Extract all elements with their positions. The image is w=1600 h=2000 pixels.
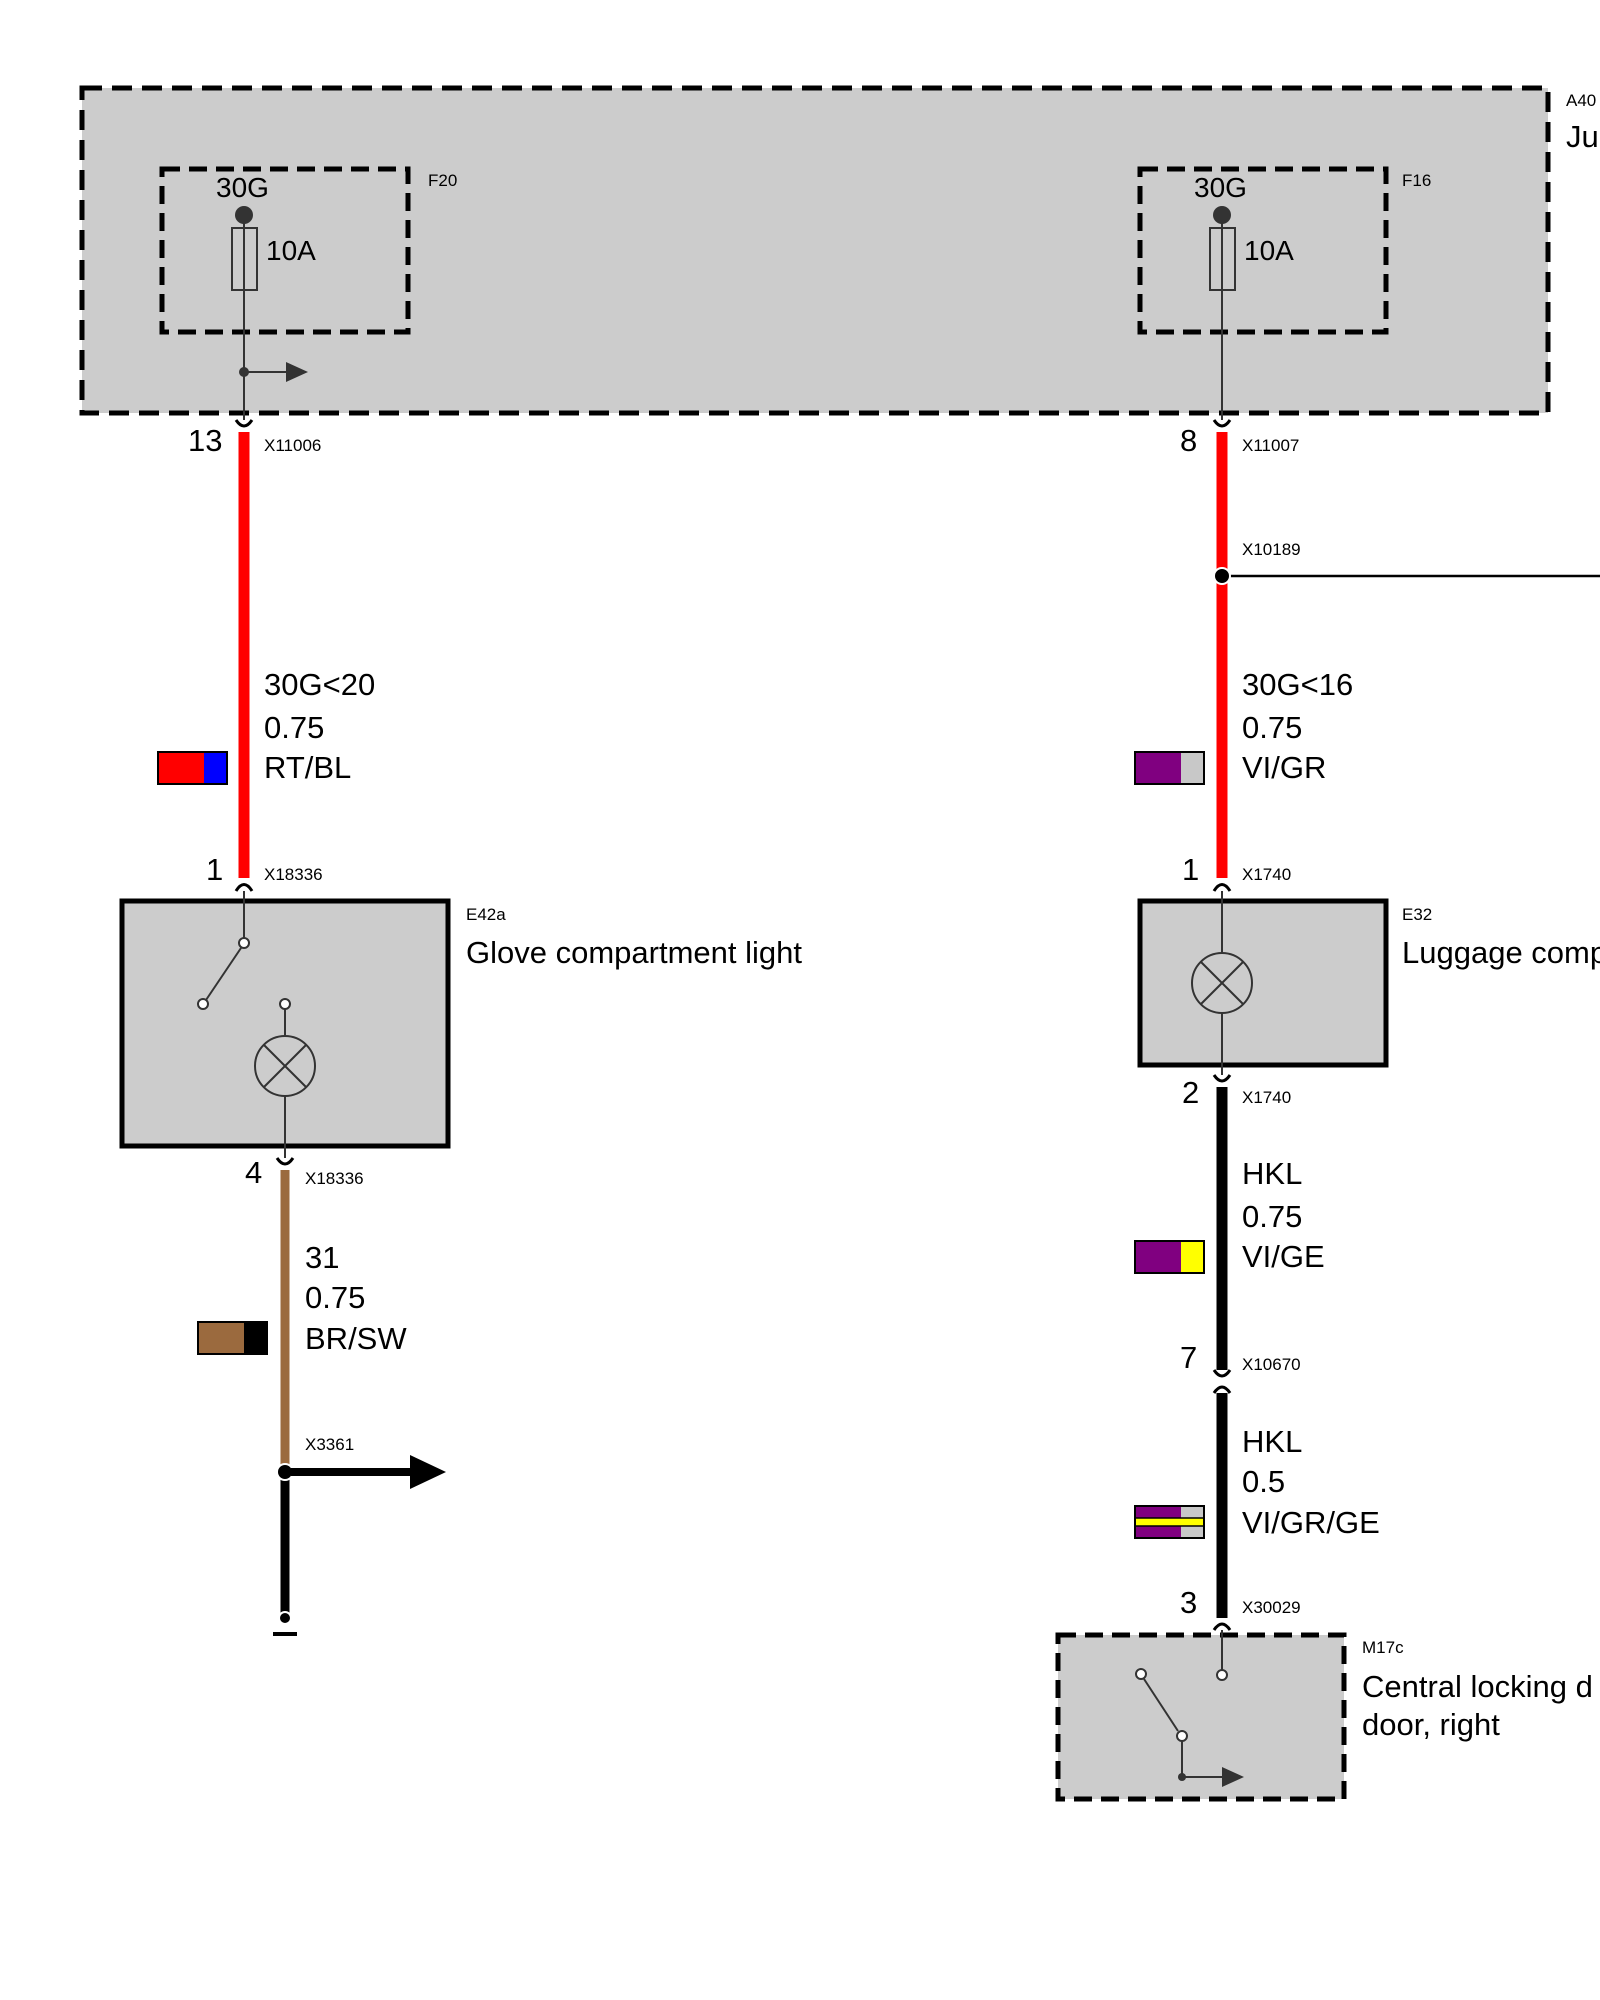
switch-contact-icon [1143, 1678, 1179, 1732]
connector-x1740-out-id: X1740 [1242, 1088, 1291, 1107]
junction-box-id: A40 [1566, 91, 1596, 110]
wire-30g-20-signal: 30G<20 [264, 667, 375, 702]
connector-x30029-pin: 3 [1180, 1585, 1197, 1620]
wire-color-swatch-rt-bl [157, 751, 228, 785]
component-m17c-name-line2: door, right [1362, 1707, 1500, 1742]
connector-x18336-out-pin: 4 [245, 1155, 262, 1190]
wire-hkl-05-color-code: VI/GR/GE [1242, 1505, 1380, 1540]
connector-x10670-icon [1212, 1369, 1232, 1378]
connector-x1740-out-pin: 2 [1182, 1075, 1199, 1110]
wire-30g-20-color-code: RT/BL [264, 750, 351, 785]
connector-x1740-in-icon [1212, 883, 1232, 892]
connector-x18336-out-id: X18336 [305, 1169, 364, 1188]
wire-hkl-075-color-code: VI/GE [1242, 1239, 1325, 1274]
connector-x10189-id: X10189 [1242, 540, 1301, 559]
component-m17c-name-line1: Central locking d [1362, 1669, 1593, 1704]
connector-x1740-out-icon [1212, 1074, 1232, 1083]
connector-x18336-in-id: X18336 [264, 865, 323, 884]
fuse-f20: F20 30G 10A [159, 166, 457, 420]
connector-x11007-icon [1212, 419, 1232, 428]
fuse-f16-terminal: 30G [1194, 172, 1247, 203]
wire-hkl-05-gauge: 0.5 [1242, 1464, 1285, 1499]
junction-box [79, 85, 1551, 416]
fuse-f16-id: F16 [1402, 171, 1431, 190]
connector-x11007-pin: 8 [1180, 423, 1197, 458]
connector-x18336-in-icon [234, 883, 254, 892]
wire-color-swatch-vi-gr [1134, 751, 1205, 785]
central-locking-drive [1055, 1630, 1347, 1802]
fuse-f16: F16 30G 10A [1137, 166, 1431, 420]
component-e32-name: Luggage comp [1402, 935, 1600, 970]
fuse-f16-rating: 10A [1244, 235, 1294, 266]
wire-color-swatch-vi-gr-ge [1134, 1505, 1205, 1539]
splice-x3361 [276, 1463, 294, 1481]
connector-x11006-pin: 13 [188, 423, 222, 458]
wire-color-swatch-vi-ge [1134, 1240, 1205, 1274]
connector-x30029-id: X30029 [1242, 1598, 1301, 1617]
component-m17c-id: M17c [1362, 1638, 1404, 1657]
connector-x11006-id: X11006 [264, 436, 321, 455]
connector-x18336-out-icon [275, 1157, 295, 1166]
component-e32-id: E32 [1402, 905, 1432, 924]
connector-x11006-icon [234, 419, 254, 428]
wire-31-color-code: BR/SW [305, 1321, 407, 1356]
continuation-arrow-icon [1222, 1767, 1244, 1787]
wire-30g-16-signal: 30G<16 [1242, 667, 1353, 702]
continuation-arrow-icon [286, 362, 308, 382]
splice-x10189 [1213, 567, 1231, 585]
connector-x18336-in-pin: 1 [206, 852, 223, 887]
wire-30g-16-color-code: VI/GR [1242, 750, 1326, 785]
wire-31-gauge: 0.75 [305, 1280, 365, 1315]
wire-30g-16-gauge: 0.75 [1242, 710, 1302, 745]
wire-color-swatch-br-sw [197, 1321, 268, 1355]
fuse-f20-rating: 10A [266, 235, 316, 266]
wire-30g-20-gauge: 0.75 [264, 710, 324, 745]
component-e42a-id: E42a [466, 905, 506, 924]
connector-x1740-in-id: X1740 [1242, 865, 1291, 884]
connector-x30029-icon [1212, 1622, 1232, 1631]
continuation-arrow-icon [410, 1455, 446, 1489]
switch-contact-icon [205, 947, 242, 1001]
component-e42a-name: Glove compartment light [466, 935, 802, 970]
wire-hkl-05-signal: HKL [1242, 1424, 1302, 1459]
connector-x10670-id: X10670 [1242, 1355, 1301, 1374]
fuse-f20-terminal: 30G [216, 172, 269, 203]
connector-x11007-id: X11007 [1242, 436, 1299, 455]
luggage-compartment-light [1137, 891, 1389, 1075]
wire-31-signal: 31 [305, 1240, 339, 1275]
wire-hkl-075-gauge: 0.75 [1242, 1199, 1302, 1234]
junction-box-label: Ju [1566, 119, 1599, 154]
fuse-f20-id: F20 [428, 171, 457, 190]
glove-compartment-light [119, 891, 451, 1158]
connector-x10670-pin: 7 [1180, 1340, 1197, 1375]
wire-hkl-075-signal: HKL [1242, 1156, 1302, 1191]
connector-x1740-in-pin: 1 [1182, 852, 1199, 887]
connector-x3361-id: X3361 [305, 1435, 354, 1454]
